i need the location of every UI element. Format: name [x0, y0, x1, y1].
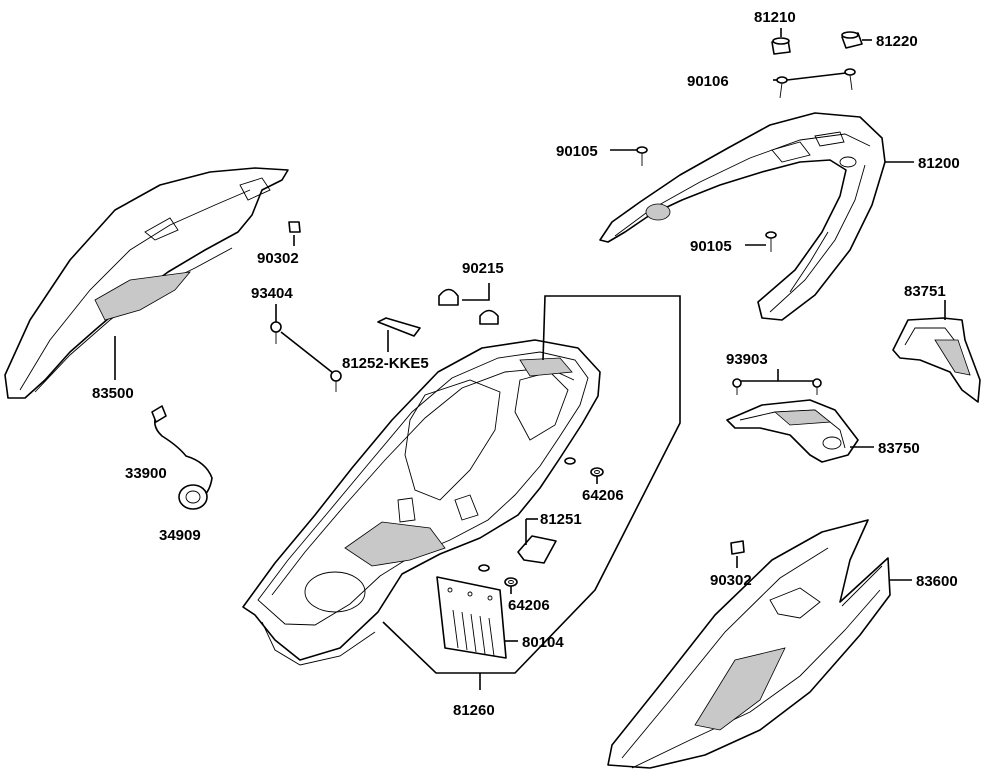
callout-81251: 81251 — [540, 511, 582, 528]
part-90105-bolt-lower — [765, 231, 777, 252]
callout-90105-upper: 90105 — [556, 143, 598, 160]
callout-64206-upper: 64206 — [582, 487, 624, 504]
part-81251-bracket — [517, 535, 557, 564]
part-93903-screws — [732, 378, 822, 395]
callout-93903: 93903 — [726, 351, 768, 368]
part-81200-rear-carrier — [599, 112, 886, 321]
callout-83751: 83751 — [904, 283, 946, 300]
callout-83750: 83750 — [878, 440, 920, 457]
callout-33900: 33900 — [125, 465, 167, 482]
callout-81200: 81200 — [918, 155, 960, 172]
callout-81252-kke5: 81252-KKE5 — [342, 355, 429, 372]
part-83750-cover — [726, 399, 859, 463]
callout-83600: 83600 — [916, 573, 958, 590]
callout-81210: 81210 — [754, 9, 796, 26]
part-81220-cap — [841, 31, 863, 49]
leader-81260 — [382, 295, 681, 674]
part-90302-clip-right — [730, 540, 745, 555]
part-83600-right-body-cover — [607, 519, 891, 769]
part-90105-bolt-upper — [636, 146, 648, 166]
part-81260-luggage-box — [242, 339, 601, 666]
callout-64206-lower: 64206 — [508, 597, 550, 614]
part-64206-washers-lower — [478, 564, 518, 587]
part-80104-flap — [436, 576, 507, 659]
callout-90302-right: 90302 — [710, 572, 752, 589]
callout-90302-left: 90302 — [257, 250, 299, 267]
part-81252-rubber-pad — [377, 317, 421, 337]
part-93404-bolts — [270, 321, 342, 392]
leaders — [114, 28, 946, 642]
callout-34909: 34909 — [159, 527, 201, 544]
callout-90105-lower: 90105 — [690, 238, 732, 255]
part-64206-washers-upper — [564, 457, 604, 477]
part-83500-left-body-cover — [4, 167, 289, 399]
part-34909-connector — [178, 484, 208, 510]
callout-labels: 81210 81220 90106 90105 81200 90105 9030… — [92, 9, 960, 719]
part-90302-clip-left — [288, 221, 301, 233]
callout-90106: 90106 — [687, 73, 729, 90]
part-33900-wire-harness — [151, 405, 213, 501]
callout-90215: 90215 — [462, 260, 504, 277]
callout-83500: 83500 — [92, 385, 134, 402]
part-81210-cap — [771, 37, 791, 55]
part-90215-nuts — [438, 283, 499, 325]
callout-80104: 80104 — [522, 634, 564, 651]
callout-81220: 81220 — [876, 33, 918, 50]
callout-93404: 93404 — [251, 285, 293, 302]
part-83751-cover — [892, 317, 981, 403]
callout-81260: 81260 — [453, 702, 495, 719]
part-90106-bolts — [776, 68, 856, 99]
